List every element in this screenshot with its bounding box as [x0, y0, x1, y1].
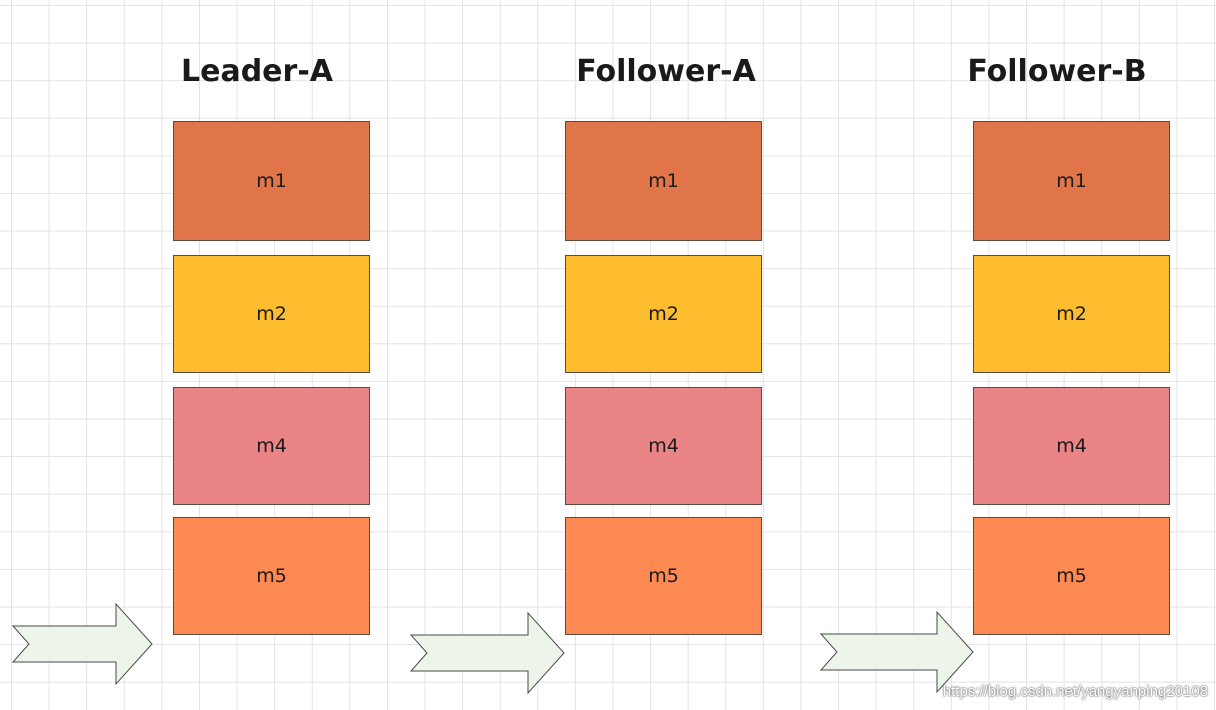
message-block-m5: m5 [973, 517, 1170, 635]
column-title-follower-a: Follower-A [576, 54, 756, 89]
write-pointer-arrow-icon [819, 610, 974, 694]
message-block-m2: m2 [973, 255, 1170, 373]
message-block-m1: m1 [173, 121, 370, 241]
message-block-m2: m2 [565, 255, 762, 373]
column-title-follower-b: Follower-B [967, 54, 1147, 89]
arrow-shape [11, 602, 153, 686]
column-title-leader-a: Leader-A [181, 54, 333, 89]
write-pointer-arrow-icon [11, 602, 153, 686]
watermark-url: https://blog.csdn.net/yangyanping20108 [942, 683, 1208, 700]
message-block-m2: m2 [173, 255, 370, 373]
write-pointer-arrow-icon [409, 611, 565, 695]
message-block-m1: m1 [565, 121, 762, 241]
message-block-m4: m4 [173, 387, 370, 505]
arrow-shape [819, 610, 974, 694]
message-block-m4: m4 [973, 387, 1170, 505]
message-block-m5: m5 [173, 517, 370, 635]
message-block-m5: m5 [565, 517, 762, 635]
arrow-shape [409, 611, 565, 695]
message-block-m1: m1 [973, 121, 1170, 241]
message-block-m4: m4 [565, 387, 762, 505]
